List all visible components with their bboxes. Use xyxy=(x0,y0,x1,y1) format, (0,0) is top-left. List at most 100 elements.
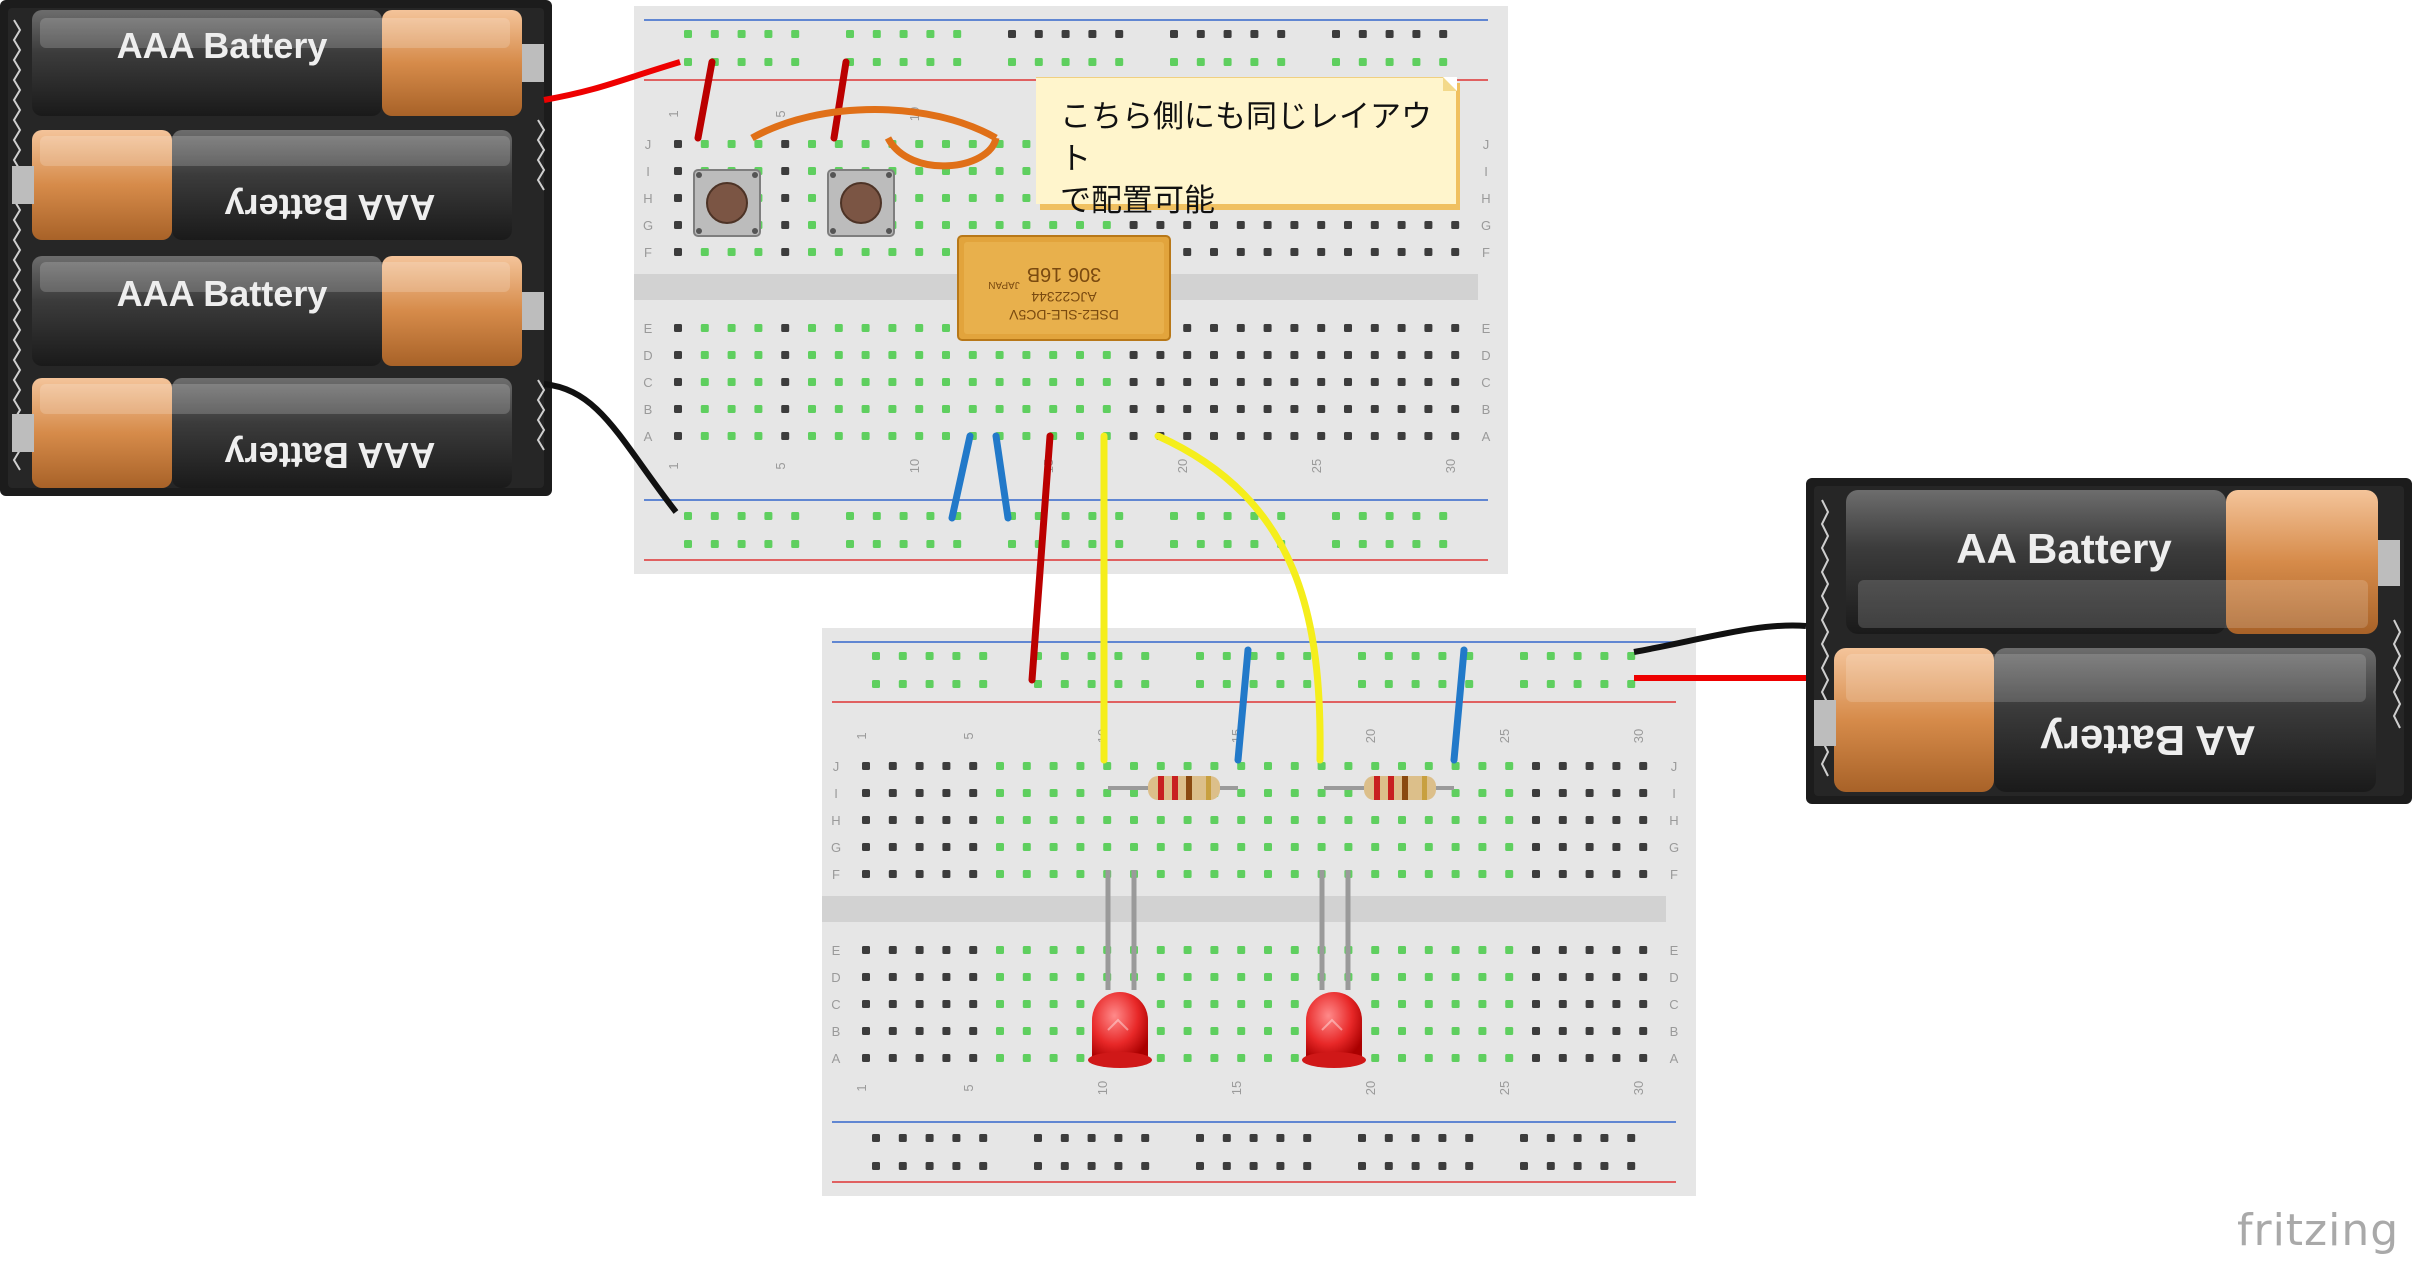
rail-hole xyxy=(1573,652,1582,660)
column-number: 30 xyxy=(1631,729,1646,743)
grid-hole xyxy=(1022,789,1031,797)
rail-hole xyxy=(1088,30,1097,38)
wire-red-1 xyxy=(694,58,716,142)
grid-hole xyxy=(1022,843,1031,851)
grid-hole xyxy=(1102,351,1111,359)
grid-hole xyxy=(1263,405,1272,413)
grid-hole xyxy=(1639,816,1648,824)
grid-hole xyxy=(1398,1054,1406,1062)
grid-hole xyxy=(1130,789,1138,797)
rail-hole xyxy=(1520,1134,1528,1142)
grid-hole xyxy=(915,789,924,797)
rail-hole xyxy=(1438,1134,1447,1142)
grid-hole xyxy=(1558,843,1567,851)
grid-hole xyxy=(942,324,950,332)
relay-line-4: JAPAN xyxy=(988,279,1020,290)
grid-hole xyxy=(727,140,736,148)
rail-hole xyxy=(791,58,800,66)
grid-hole xyxy=(1156,946,1165,954)
grid-hole xyxy=(1612,946,1621,954)
rail-hole xyxy=(1034,30,1043,38)
rail-hole xyxy=(1384,1162,1393,1170)
grid-hole xyxy=(969,762,978,770)
grid-hole xyxy=(727,432,736,440)
row-letter: I xyxy=(1672,786,1676,801)
grid-hole xyxy=(1210,405,1218,413)
row-letter: A xyxy=(1482,429,1491,444)
row-letter: A xyxy=(1670,1051,1679,1066)
grid-hole xyxy=(1639,762,1648,770)
grid-hole xyxy=(1237,789,1246,797)
grid-hole xyxy=(1022,221,1031,229)
grid-hole xyxy=(1505,973,1514,981)
grid-hole xyxy=(834,378,843,386)
grid-hole xyxy=(861,378,870,386)
grid-hole xyxy=(1532,1054,1540,1062)
grid-hole xyxy=(888,248,897,256)
grid-hole xyxy=(1183,1054,1192,1062)
rail-hole xyxy=(1088,540,1097,548)
rail-hole xyxy=(1087,1134,1096,1142)
grid-hole xyxy=(1049,762,1058,770)
rail-hole xyxy=(1385,512,1394,520)
grid-hole xyxy=(968,194,977,202)
push-button-1 xyxy=(693,169,761,237)
rail-hole xyxy=(710,540,719,548)
rail-hole xyxy=(1196,512,1205,520)
aa-cell-1-label: AA Battery xyxy=(1956,525,2172,572)
grid-hole xyxy=(1451,221,1460,229)
rail-hole xyxy=(953,58,962,66)
grid-hole xyxy=(1371,762,1380,770)
breadboard-bottom: JJIIHHGGFFEEDDCCBBAA11551010151520202525… xyxy=(822,628,1696,1196)
grid-hole xyxy=(1264,870,1272,878)
grid-hole xyxy=(888,1000,897,1008)
grid-hole xyxy=(674,324,682,332)
rail-hole xyxy=(925,652,934,660)
grid-hole xyxy=(1585,1054,1594,1062)
row-letter: D xyxy=(643,348,652,363)
rail-hole xyxy=(791,512,800,520)
column-number: 1 xyxy=(854,1084,869,1091)
rail-hole xyxy=(1412,512,1421,520)
grid-hole xyxy=(1532,816,1540,824)
grid-hole xyxy=(1290,843,1299,851)
grid-hole xyxy=(1370,351,1379,359)
column-number: 25 xyxy=(1497,1081,1512,1095)
grid-hole xyxy=(1156,351,1165,359)
grid-hole xyxy=(1344,351,1352,359)
grid-hole xyxy=(1612,1000,1621,1008)
rail-hole xyxy=(1600,652,1609,660)
grid-hole xyxy=(1317,816,1326,824)
grid-hole xyxy=(1183,378,1192,386)
grid-hole xyxy=(1076,816,1085,824)
grid-hole xyxy=(1585,789,1594,797)
rail-hole xyxy=(1223,30,1232,38)
row-letter: A xyxy=(644,429,653,444)
grid-hole xyxy=(1129,221,1138,229)
grid-hole xyxy=(862,762,870,770)
grid-hole xyxy=(1049,378,1058,386)
rail-hole xyxy=(1008,58,1016,66)
grid-hole xyxy=(1478,1027,1487,1035)
rail-hole xyxy=(1088,58,1097,66)
grid-hole xyxy=(727,324,736,332)
grid-hole xyxy=(1344,378,1352,386)
grid-hole xyxy=(861,432,870,440)
grid-hole xyxy=(700,378,709,386)
note-fold xyxy=(1443,77,1457,91)
grid-hole xyxy=(1049,1027,1058,1035)
rail-hole xyxy=(926,30,935,38)
rail-hole xyxy=(1114,652,1123,660)
grid-hole xyxy=(1049,789,1058,797)
grid-hole xyxy=(1022,378,1031,386)
grid-hole xyxy=(1451,432,1460,440)
rail-hole xyxy=(737,30,746,38)
grid-hole xyxy=(1263,324,1272,332)
grid-hole xyxy=(1264,1054,1272,1062)
grid-hole xyxy=(1183,221,1192,229)
rail-hole xyxy=(1358,652,1366,660)
grid-hole xyxy=(1371,816,1380,824)
grid-hole xyxy=(1371,946,1380,954)
grid-hole xyxy=(1210,1000,1219,1008)
row-letter: D xyxy=(1481,348,1490,363)
